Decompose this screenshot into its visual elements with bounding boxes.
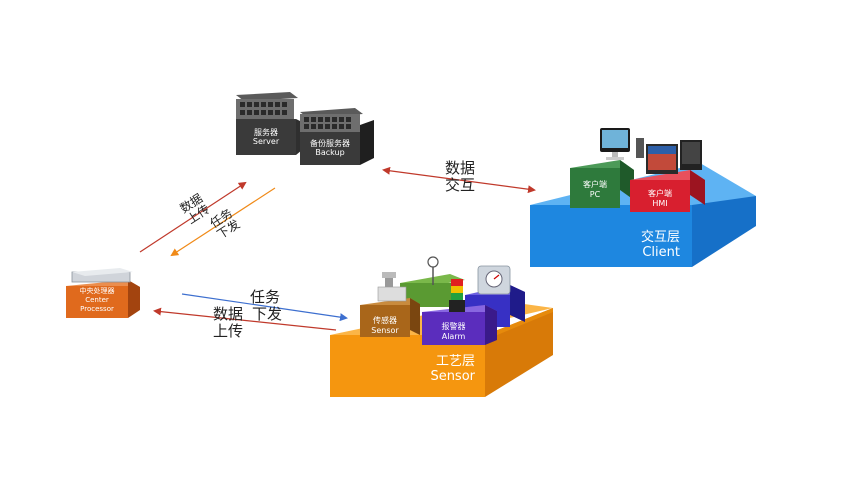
sensor-layer-label: 工艺层 Sensor: [395, 354, 475, 384]
client-layer-en: Client: [642, 245, 680, 260]
processor-label: 中央处理器 Center Processor: [66, 287, 128, 314]
hmi-label-cn: 客户端: [648, 189, 672, 198]
upload-label-bottom: 数据 上传: [213, 306, 243, 340]
pc-label-en: PC: [589, 190, 601, 199]
task-arrow-bottom: [181, 293, 348, 322]
upload-label-bottom-line2: 上传: [213, 322, 244, 340]
sensor-layer-cn: 工艺层: [435, 354, 475, 369]
pc-monitor-icon: [600, 128, 644, 160]
gauge-icon: [427, 256, 439, 285]
server-box: [236, 92, 302, 155]
alarm-box: [422, 305, 497, 345]
upload-arrow-diagonal: [139, 181, 247, 253]
client-layer-label: 交互层 Client: [600, 230, 680, 260]
backup-label: 备份服务器 Backup: [300, 139, 360, 157]
task-label-bottom-line2: 下发: [252, 305, 283, 323]
hmi-screen-icon: [646, 140, 702, 174]
signal-tower-icon: [449, 279, 465, 312]
alarm-label-cn: 报警器: [441, 322, 466, 331]
alarm-label-en: Alarm: [441, 332, 466, 341]
task-arrow-diagonal: [170, 187, 276, 257]
sensor-label-en: Sensor: [371, 326, 399, 335]
processor-label-en2: Processor: [80, 305, 114, 313]
pc-label: 客户端 PC: [570, 180, 620, 200]
sensor-layer-en: Sensor: [430, 369, 475, 384]
hmi-label-en: HMI: [652, 199, 668, 208]
backup-server-box: [300, 108, 374, 165]
processor-box: [66, 268, 140, 318]
hmi-label: 客户端 HMI: [630, 189, 690, 209]
backup-label-en: Backup: [315, 148, 345, 157]
sensor-label-cn: 传感器: [373, 316, 397, 325]
pc-label-cn: 客户端: [583, 180, 607, 189]
sensor-label: 传感器 Sensor: [360, 316, 410, 336]
task-label-bottom-line1: 任务: [250, 288, 281, 306]
backup-label-cn: 备份服务器: [310, 139, 350, 148]
upload-arrow-bottom: [153, 307, 337, 331]
exchange-arrow: [382, 166, 536, 194]
pc-client-box: [570, 160, 634, 208]
processor-label-cn: 中央处理器: [79, 287, 115, 295]
exchange-label-line1: 数据: [445, 159, 476, 177]
sensor-device-icon: [377, 272, 407, 302]
task-label-bottom: 任务 下发: [250, 289, 282, 323]
alarm-label: 报警器 Alarm: [422, 322, 485, 342]
server-label-en: Server: [252, 137, 280, 146]
exchange-label: 数据 交互: [445, 160, 475, 194]
hmi-client-box: [630, 170, 705, 212]
client-layer-cn: 交互层: [640, 230, 680, 245]
processor-label-en1: Center: [85, 296, 109, 304]
exchange-label-line2: 交互: [445, 176, 476, 194]
meter-device-icon: [477, 265, 511, 295]
server-label-cn: 服务器: [254, 128, 278, 137]
upload-label-bottom-line1: 数据: [213, 305, 244, 323]
server-label: 服务器 Server: [236, 128, 296, 146]
